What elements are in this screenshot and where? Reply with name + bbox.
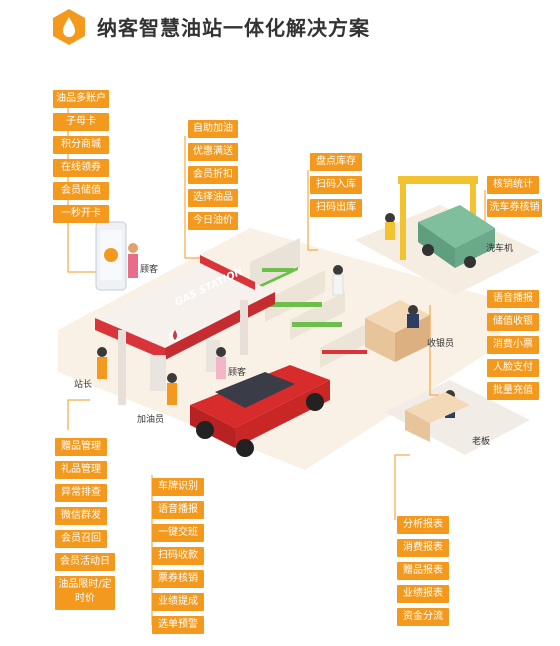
boss-floor [385,380,530,455]
feature-tag: 会员活动日 [55,553,115,571]
feature-tag: 业绩报表 [397,585,449,603]
feature-tag: 选择油品 [188,189,238,207]
feature-tag: 自助加油 [188,120,238,138]
feature-tag: 礼品管理 [55,461,107,479]
feature-tag: 扫码出库 [310,199,362,217]
oil-drop-hexagon-icon [53,9,85,45]
feature-tag: 人脸支付 [487,359,539,377]
feature-tag: 今日油价 [188,212,238,230]
feature-tag: 消费报表 [397,539,449,557]
feature-tag: 异常排查 [55,484,107,502]
feature-tag: 批量充值 [487,382,539,400]
feature-tag: 赠品报表 [397,562,449,580]
role-label-manager: 站长 [74,380,93,390]
role-label-boss: 老板 [472,437,491,447]
feature-tag: 积分商城 [53,136,109,154]
car-wash-machine [385,176,495,268]
feature-tag: 资金分流 [397,608,449,626]
role-label-attendant: 加油员 [137,415,165,425]
red-car [190,365,330,457]
feature-tag: 业绩提成 [152,593,204,611]
feature-tag: 消费小票 [487,336,539,354]
feature-tag: 扫码收款 [152,547,204,565]
feature-tag: 在线领券 [53,159,109,177]
feature-tag: 优惠满送 [188,143,238,161]
feature-tag: 票券核销 [152,570,204,588]
feature-tag: 会员折扣 [188,166,238,184]
feature-tag: 油品限时/定时价 [55,576,115,610]
feature-tag: 盘点库存 [310,153,362,171]
feature-tag: 会员召回 [55,530,107,548]
role-label-cashier: 收银员 [427,339,455,349]
feature-tag: 扫码入库 [310,176,362,194]
phone-illustration [95,221,138,291]
role-label-customer: 顾客 [140,265,159,275]
gas-station-canopy [95,255,275,405]
feature-tag: 核销统计 [487,176,539,194]
feature-tag: 车牌识别 [152,478,204,496]
checkout-counter [365,300,430,362]
feature-tag: 语音播报 [152,501,204,519]
feature-tag: 赠品管理 [55,438,107,456]
feature-tag: 油品多账户 [53,90,109,108]
role-label-pump-customer: 顾客 [228,368,247,378]
feature-tag: 储值收银 [487,313,539,331]
feature-tag: 一键交班 [152,524,204,542]
feature-tag: 会员储值 [53,182,109,200]
role-label-car-wash: 洗车机 [486,244,514,254]
page-title: 纳客智慧油站一体化解决方案 [97,16,370,40]
people [97,265,470,442]
feature-tag: 洗车券核销 [487,199,542,217]
feature-tag: 子母卡 [53,113,109,131]
feature-tag: 选单预警 [152,616,204,634]
feature-tag: 语音播报 [487,290,539,308]
feature-tag: 微信群发 [55,507,107,525]
store-shelves [250,238,370,368]
feature-tag: 一秒开卡 [53,205,109,223]
feature-tag: 分析报表 [397,516,449,534]
